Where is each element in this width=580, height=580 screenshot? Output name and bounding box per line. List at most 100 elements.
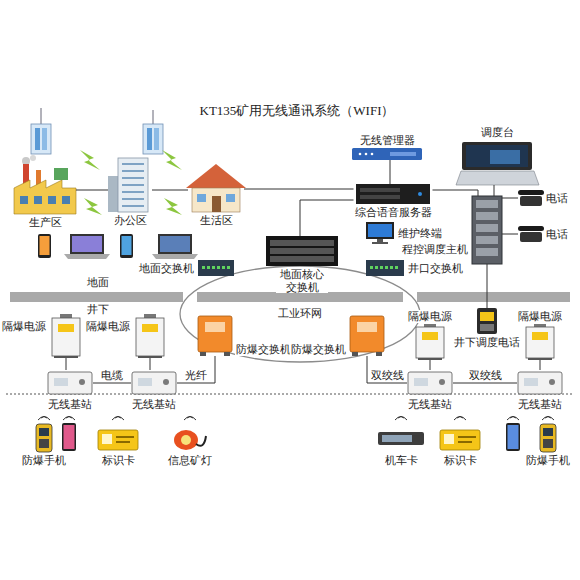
house-icon <box>186 164 246 188</box>
surface-terminal-icon <box>40 236 50 255</box>
tower-icon <box>143 124 163 154</box>
console-icon <box>466 145 528 167</box>
office-icon <box>122 170 144 172</box>
switch-icon <box>207 266 210 269</box>
office-icon <box>122 177 144 179</box>
device-node: 防爆手机 <box>21 424 67 467</box>
factory-icon <box>54 168 68 180</box>
ground-band <box>417 292 570 302</box>
telephone-icon <box>520 196 542 206</box>
factory-icon <box>14 180 76 214</box>
wifi-symbol <box>112 417 124 421</box>
label-text: 无线基站 <box>48 398 92 411</box>
device-label: 生活区 <box>199 214 234 227</box>
power-supply-icon <box>532 332 548 340</box>
connector-line <box>367 356 407 383</box>
device-label: 无线基站 <box>47 398 93 411</box>
wireless-manager-icon <box>371 153 374 156</box>
wireless-manager-icon <box>359 153 362 156</box>
device-label: 无线基站 <box>407 398 453 411</box>
server-icon <box>356 184 430 204</box>
connector-line <box>502 234 518 235</box>
office-icon <box>122 184 144 186</box>
device-label: 生产区 <box>28 216 63 229</box>
device-label: 办公区 <box>113 214 148 227</box>
switch-icon <box>366 260 404 276</box>
device-label: 机车卡 <box>384 454 419 467</box>
console-icon <box>456 171 539 185</box>
label-text: 隔爆电源 <box>2 320 46 333</box>
device-label: 无线基站 <box>517 398 563 411</box>
surface-terminal-icon <box>64 254 110 259</box>
label-text: 电话 <box>546 228 568 241</box>
area-label: 地面 <box>86 276 110 289</box>
cap-lamp-icon <box>174 430 198 450</box>
label-text: 地面核心 交换机 <box>277 268 327 293</box>
power-supply-icon <box>58 324 74 332</box>
device-label: 防爆手机 <box>525 454 571 467</box>
label-text: 隔爆电源 <box>518 310 562 323</box>
lightning-symbol <box>80 150 100 170</box>
power-supply-icon <box>144 314 156 318</box>
monitor-icon <box>377 239 383 242</box>
vehicle-card-icon <box>382 435 412 442</box>
device-label: 防爆手机 <box>21 454 67 467</box>
power-supply-icon <box>52 318 80 356</box>
power-supply-icon <box>136 318 164 356</box>
tower-icon <box>31 108 163 154</box>
device-node: 电话 <box>518 226 569 242</box>
id-card-icon <box>98 430 480 450</box>
device-node: 生活区 <box>188 164 244 227</box>
monitor-icon <box>372 242 388 244</box>
connector-line <box>487 264 488 308</box>
handset-icon <box>543 428 553 436</box>
device-node: 防爆交换机 <box>198 314 292 356</box>
switch-icon <box>375 266 378 269</box>
device-node: 无线基站 <box>407 370 453 411</box>
switch-icon <box>202 266 230 269</box>
device-label: 标识卡 <box>101 454 136 467</box>
label-text: 隔爆电源 <box>408 310 452 323</box>
device-node: 无线基站 <box>47 370 93 411</box>
connector-line <box>300 200 354 236</box>
factory-icon <box>48 196 56 204</box>
house-icon <box>192 188 240 212</box>
label-text: 无线管理器 <box>360 134 415 147</box>
label-text: 标识卡 <box>444 454 477 467</box>
power-supply-icon <box>422 332 438 340</box>
base-station-icon <box>414 378 428 386</box>
base-station-icon <box>132 372 176 394</box>
label-text: 防爆交换机 <box>291 343 346 356</box>
label-text: 办公区 <box>114 214 147 227</box>
device-label: 信息矿灯 <box>167 454 213 467</box>
power-supply-icon <box>424 324 436 327</box>
connector-line <box>390 160 391 184</box>
server-icon <box>418 192 422 196</box>
id-card-icon <box>116 441 130 443</box>
device-node: 隔爆电源 <box>85 314 166 358</box>
device-node: 防爆手机 <box>525 424 571 467</box>
switch-icon <box>380 266 383 269</box>
device-node: 机车卡 <box>376 424 426 467</box>
console-icon <box>490 150 520 164</box>
base-station-icon <box>48 372 92 394</box>
office-icon <box>122 205 144 207</box>
tower-icon <box>154 128 159 150</box>
device-node: 综合语音服务器 <box>354 184 433 219</box>
rack-icon <box>476 224 498 232</box>
factory-icon <box>34 196 42 204</box>
wireless-manager-icon <box>352 148 422 160</box>
label-text: 生活区 <box>200 214 233 227</box>
factory-icon <box>14 155 76 214</box>
label-text: 防爆手机 <box>22 454 66 467</box>
mine-telephone-icon <box>477 308 497 334</box>
ground-band <box>10 292 570 302</box>
device-node: 电话 <box>518 190 569 206</box>
flameproof-switch-icon <box>198 316 232 352</box>
device-node: 标识卡 <box>440 428 480 467</box>
power-supply-icon <box>60 314 72 318</box>
connector-line <box>244 189 354 190</box>
device-node: 地面核心 交换机 <box>266 236 338 293</box>
connector-label: 双绞线 <box>370 369 405 382</box>
handset-icon <box>64 425 75 449</box>
